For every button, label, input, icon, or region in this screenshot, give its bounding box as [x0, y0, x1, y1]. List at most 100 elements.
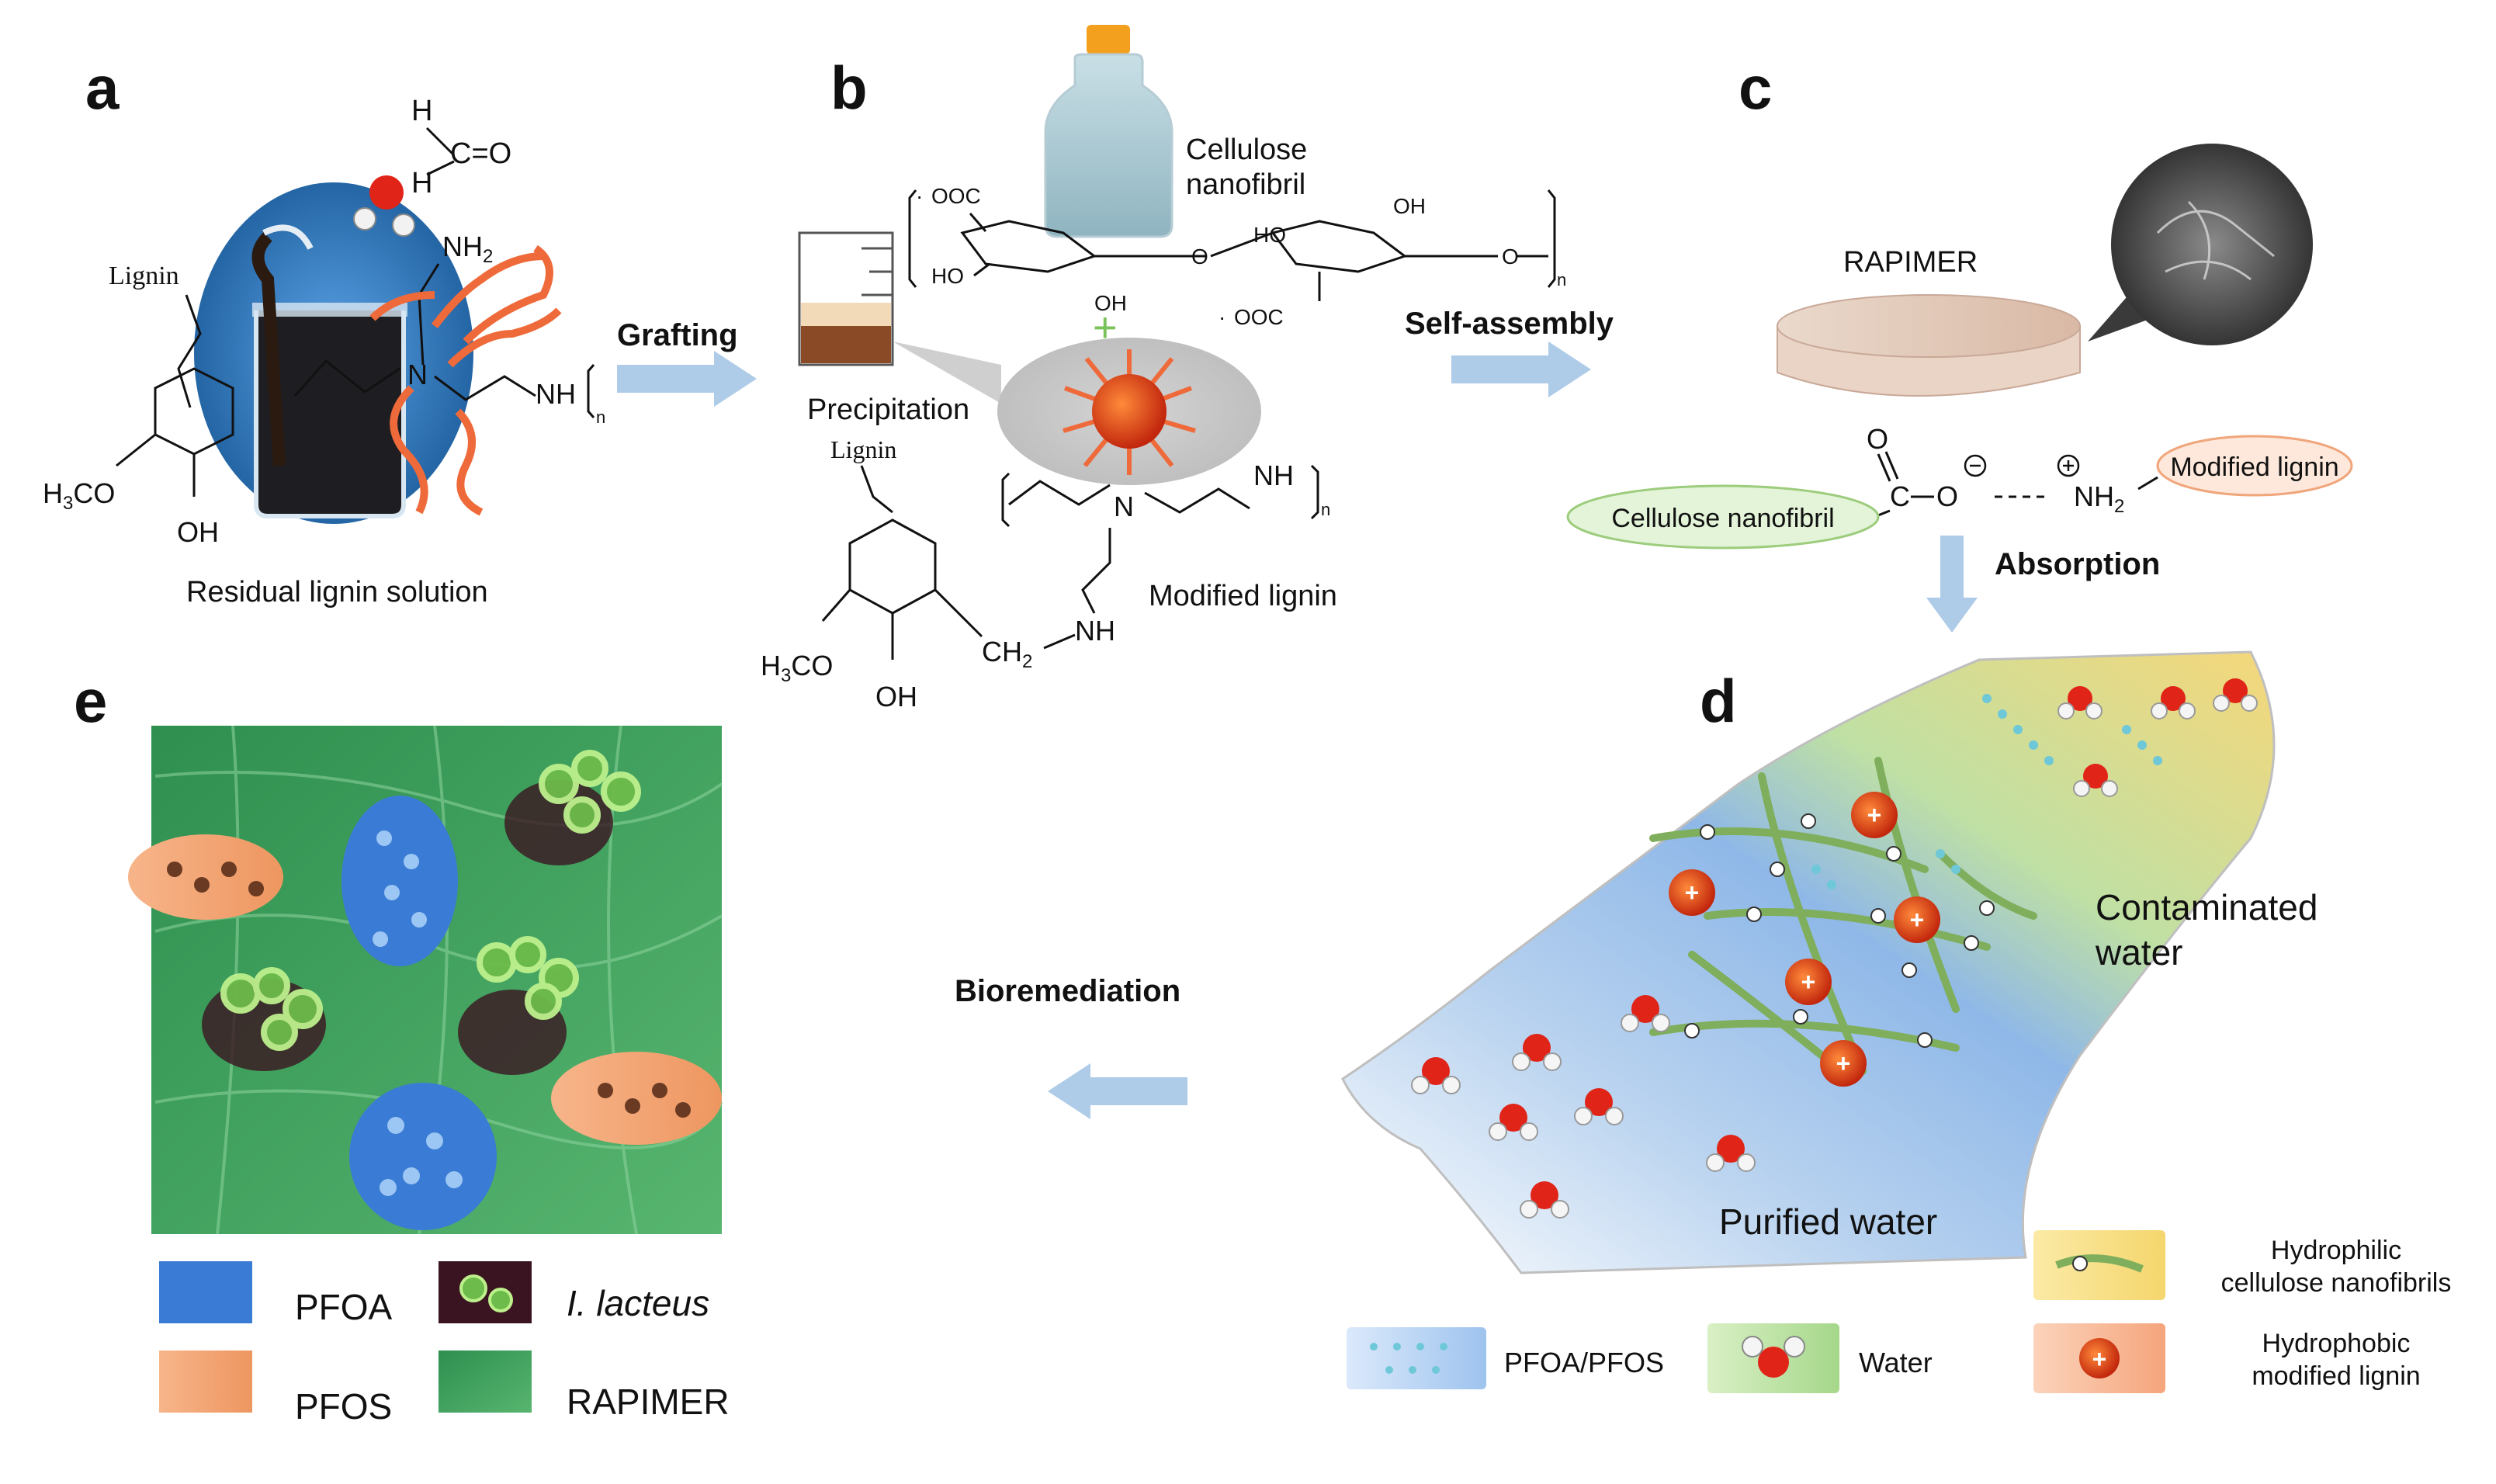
arrow-shape: [1926, 536, 1978, 633]
n-atom-b: N: [1114, 491, 1134, 522]
ch2-label: CH2: [982, 636, 1032, 672]
cellulose-oval-label: Cellulose nanofibril: [1611, 504, 1834, 533]
legend-hydrophobic: + Hydrophobic modified lignin: [2033, 1323, 2421, 1393]
panel-letter-b: b: [830, 54, 868, 122]
negative-charge-markers: [1684, 813, 1995, 1048]
c-atom: C: [1890, 480, 1910, 512]
polymer-backbone-b: [1008, 480, 1250, 514]
n-subscript-b: n: [1321, 500, 1330, 519]
beaker-icon: [252, 303, 407, 518]
fibril-charge: [2072, 1256, 2088, 1271]
pfoa-legend-label: PFOA: [295, 1287, 393, 1327]
pfoa-swatch: [159, 1261, 252, 1323]
panel-b: b Cellulose nanofibril n OOC · HO OH O O…: [761, 25, 1566, 713]
pfoa-cluster: [349, 1083, 497, 1230]
hydrophilic-label-2: cellulose nanofibrils: [2221, 1268, 2452, 1298]
residual-lignin-caption: Residual lignin solution: [186, 576, 488, 609]
legend-d: PFOA/PFOS Water Hydrophilic cellulose na…: [1347, 1230, 2451, 1393]
bond: [426, 160, 455, 176]
radical-dot: ·: [916, 184, 923, 208]
modified-lignin-particle-icon: [1063, 349, 1196, 475]
bioremediation-label: Bioremediation: [955, 974, 1180, 1008]
h3co-label-b: H3CO: [761, 650, 833, 686]
modified-lignin-oval-label: Modified lignin: [2170, 452, 2338, 482]
cellulose-bottle-label-1: Cellulose: [1186, 133, 1307, 166]
precipitation-beaker-icon: [798, 231, 894, 366]
bioremediation-arrow: Bioremediation: [955, 974, 1187, 1119]
bracket: [1001, 472, 1011, 528]
panel-letter-d: d: [1700, 667, 1737, 735]
bracket: [1310, 464, 1319, 520]
bond: [116, 433, 156, 467]
oh-1: OH: [1094, 291, 1127, 315]
lignin-label-b: Lignin: [830, 435, 896, 463]
pfos-legend-label: PFOS: [295, 1386, 392, 1427]
plus-charge-icon: [2057, 454, 2080, 477]
rapimer-disc-icon: [1777, 294, 2081, 397]
bond: [2137, 476, 2158, 491]
rapimer-swatch: [439, 1351, 532, 1413]
legend-water: Water: [1707, 1323, 1933, 1393]
bracket: [587, 364, 595, 418]
lignin-label: Lignin: [109, 262, 179, 290]
oh-label: OH: [177, 516, 219, 548]
water-molecule-icon: [353, 175, 415, 237]
bracket-right: [1547, 189, 1556, 288]
cellulose-bottle-label-2: nanofibril: [1186, 168, 1305, 201]
bond: [1210, 231, 1274, 258]
hydrophobic-label-1: Hydrophobic: [2262, 1329, 2411, 1358]
cellulose-n-sub: n: [1557, 270, 1566, 290]
ooc-right: OOC: [1234, 305, 1284, 329]
bond: [1877, 453, 1891, 482]
grafting-label: Grafting: [617, 318, 738, 352]
oh-label-b: OH: [875, 681, 917, 713]
aldehyde-co: C=O: [450, 137, 511, 170]
pfos-cluster: [128, 834, 283, 920]
flask-neck: [262, 224, 314, 250]
cellulose-oval: [1566, 484, 1880, 550]
contaminated-label-2: water: [2095, 932, 2182, 973]
callout-pointer: [893, 342, 1001, 404]
lignin-strands: [369, 244, 562, 516]
bond: [934, 588, 983, 638]
i-lacteus-fungi: [220, 750, 641, 1051]
fungi-icon: [459, 1274, 487, 1302]
ooc-left: OOC: [931, 184, 981, 208]
rapimer-legend-label: RAPIMER: [567, 1382, 730, 1422]
nh2-c: NH2: [2074, 480, 2124, 517]
o-bridge: O: [1191, 244, 1208, 269]
bond: [1884, 451, 1899, 480]
lignin-particles: + + + + +: [1669, 792, 1940, 1087]
benzene-ring-b: [848, 518, 937, 615]
panel-c: c RAPIMER O C O NH2 Modified: [1566, 54, 2353, 550]
polymer-backbone: [293, 359, 536, 401]
aldehyde-h2: H: [411, 167, 432, 199]
pfoa-droplets: [373, 830, 463, 1196]
aldehyde-h1: H: [411, 95, 432, 127]
pour-stream: [251, 232, 286, 466]
sem-fibers: [2156, 200, 2275, 281]
nh2-label: NH2: [442, 231, 493, 267]
pfoa-pfos-label: PFOA/PFOS: [1504, 1347, 1664, 1378]
hydrophilic-swatch: [2033, 1230, 2165, 1300]
o-minus: O: [1936, 480, 1958, 512]
svg-text:+: +: [1685, 879, 1700, 907]
oh-2: OH: [1393, 194, 1426, 218]
panel-e: e: [74, 667, 730, 1427]
pfos-cluster: [551, 1052, 722, 1145]
bond: [969, 213, 987, 232]
pfoa-cluster: [341, 796, 458, 966]
water-molecules: [1411, 678, 2258, 1219]
nh-link: NH: [1075, 615, 1115, 647]
panel-letter-e: e: [74, 667, 107, 735]
contaminated-label-1: Contaminated: [2096, 887, 2317, 928]
self-assembly-arrow: Self-assembly: [1405, 307, 1614, 397]
legend-pfoa-pfos: PFOA/PFOS: [1347, 1327, 1664, 1389]
grafting-arrow: Grafting: [617, 318, 757, 407]
water-h2: [1784, 1336, 1805, 1357]
water-label: Water: [1859, 1347, 1933, 1378]
sugar-ring-2: [1271, 220, 1408, 273]
fungi-icon: [488, 1288, 513, 1312]
i-lacteus-legend-label: I. lacteus: [567, 1283, 709, 1323]
water-icon: [1758, 1347, 1789, 1378]
